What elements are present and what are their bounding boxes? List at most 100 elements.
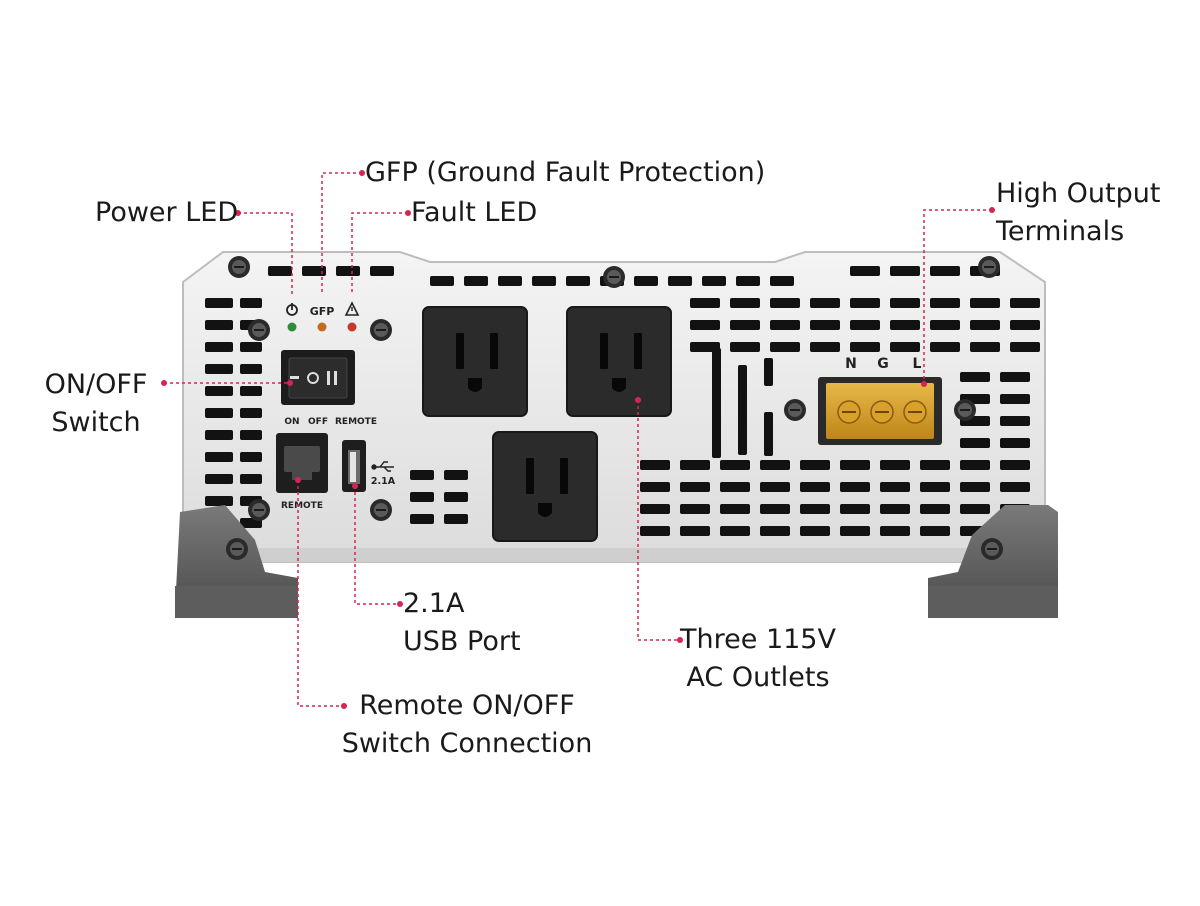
callout-fault-led: Fault LED — [411, 194, 537, 232]
vent-slot — [634, 276, 658, 286]
ac-outlet-1[interactable] — [422, 306, 528, 417]
vent-slot — [920, 504, 950, 514]
remote-jack[interactable]: REMOTE — [276, 433, 328, 511]
vent-slot — [1000, 438, 1030, 448]
screw-icon — [228, 256, 250, 278]
usb-port[interactable]: 2.1A — [342, 440, 396, 492]
callout-ac-line2: AC Outlets — [686, 662, 830, 693]
vent-slot — [970, 320, 1000, 330]
vent-slot — [240, 364, 262, 374]
leader-fault-led — [351, 212, 408, 295]
vent-slot — [920, 460, 950, 470]
vent-slot — [850, 266, 880, 276]
screw-icon — [784, 399, 806, 421]
vent-slot — [920, 526, 950, 536]
leader-power-led — [238, 212, 293, 295]
vent-slot — [850, 298, 880, 308]
screw-icon — [978, 256, 1000, 278]
screw-icon — [370, 319, 392, 341]
callout-onoff: ON/OFF Switch — [28, 366, 164, 442]
vent-slot — [1000, 394, 1030, 404]
vent-slot — [370, 266, 394, 276]
vent-slot — [890, 320, 920, 330]
vent-slot — [720, 460, 750, 470]
vent-slot — [205, 364, 233, 374]
vent-slot — [760, 526, 790, 536]
vent-slot — [444, 470, 468, 480]
vent-slot — [720, 482, 750, 492]
vent-slot — [1000, 482, 1030, 492]
vent-slot — [970, 298, 1000, 308]
vent-slot — [680, 482, 710, 492]
terminal-n-label: N — [845, 356, 857, 372]
callout-high-output: High Output Terminals — [996, 175, 1160, 251]
screw-icon — [226, 538, 248, 560]
vent-slot — [444, 514, 468, 524]
callout-high-output-line2: Terminals — [996, 216, 1125, 247]
vent-slot — [680, 460, 710, 470]
vent-slot — [760, 504, 790, 514]
screw-icon — [981, 538, 1003, 560]
ac-outlet-2[interactable] — [566, 306, 672, 417]
vent-slot — [720, 526, 750, 536]
vent-slot — [205, 342, 233, 352]
vent-slot — [532, 276, 556, 286]
vent-slot — [930, 266, 960, 276]
vent-slot — [840, 504, 870, 514]
ac-outlet-3[interactable] — [492, 431, 598, 542]
vent-slot — [810, 320, 840, 330]
vent-slot — [730, 320, 760, 330]
vent-slot — [690, 298, 720, 308]
power-led — [287, 322, 297, 332]
vent-slot — [800, 526, 830, 536]
callout-remote-line2: Switch Connection — [341, 728, 593, 759]
vent-slot — [240, 386, 262, 396]
vent-slot — [720, 504, 750, 514]
vent-slot — [680, 526, 710, 536]
vent-slot — [640, 460, 670, 470]
vent-slot — [240, 298, 262, 308]
status-leds: GFP — [286, 301, 360, 332]
vent-slot — [1010, 320, 1040, 330]
vent-slot — [800, 460, 830, 470]
vent-slot — [736, 276, 760, 286]
ventilation-slots — [205, 266, 1040, 536]
vent-slot — [268, 266, 292, 276]
terminal-g-label: G — [877, 356, 889, 372]
vent-slot — [880, 526, 910, 536]
leader-ac — [637, 400, 680, 641]
screw-icon — [248, 499, 270, 521]
screws — [226, 256, 1003, 560]
vent-slot — [840, 482, 870, 492]
vent-slot — [1000, 460, 1030, 470]
vent-slot — [960, 460, 990, 470]
vent-slot — [800, 504, 830, 514]
callout-onoff-line2: Switch — [51, 407, 141, 438]
vent-slot — [920, 482, 950, 492]
vent-slot — [410, 492, 434, 502]
vent-slot — [890, 266, 920, 276]
screw-icon — [370, 499, 392, 521]
vent-slot — [810, 342, 840, 352]
switch-off-label: OFF — [308, 417, 328, 427]
vent-slot — [1010, 298, 1040, 308]
vent-slot — [205, 496, 233, 506]
vent-slot — [205, 408, 233, 418]
screw-icon — [603, 266, 625, 288]
vent-slot — [464, 276, 488, 286]
vent-slot — [240, 452, 262, 462]
vent-slot — [800, 482, 830, 492]
high-output-terminal-block[interactable]: N G L — [818, 356, 942, 445]
onoff-rocker-switch[interactable]: ON OFF REMOTE — [281, 350, 377, 427]
vent-slot — [240, 408, 262, 418]
vent-slot — [880, 482, 910, 492]
callout-gfp: GFP (Ground Fault Protection) — [365, 154, 765, 192]
vent-slot — [240, 430, 262, 440]
remote-jack-label: REMOTE — [281, 501, 323, 511]
callout-ac-line1: Three 115V — [680, 624, 836, 655]
vent-slot — [760, 482, 790, 492]
callout-gfp-text: GFP (Ground Fault Protection) — [365, 157, 766, 188]
vent-slot — [880, 460, 910, 470]
vent-slot — [890, 298, 920, 308]
